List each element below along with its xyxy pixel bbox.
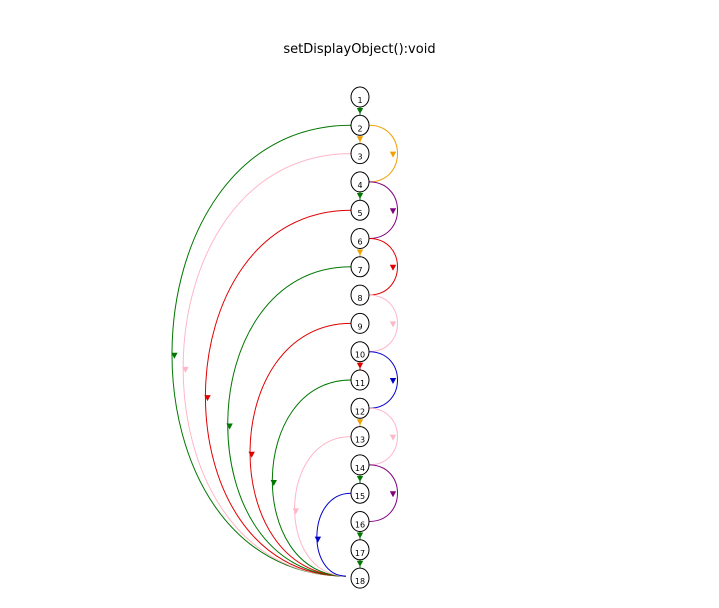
- edge-layer: [171, 107, 398, 577]
- node-1: 1: [350, 86, 370, 108]
- edge-2-4: [368, 124, 398, 183]
- node-10: 10: [350, 341, 370, 363]
- edge-10-11-arrow: [356, 362, 364, 369]
- node-16-label: 16: [355, 521, 365, 530]
- edge-8-10-arrow: [389, 321, 397, 328]
- edge-4-5-arrow: [356, 192, 364, 199]
- edge-13-18: [294, 436, 352, 577]
- node-5-label: 5: [357, 209, 362, 218]
- node-11-label: 11: [355, 379, 365, 388]
- edge-12-14: [368, 407, 398, 466]
- node-18-shape: [350, 567, 370, 589]
- edge-1-2-arrow: [356, 108, 364, 114]
- page-title: setDisplayObject():void: [283, 42, 436, 57]
- node-17-shape: [350, 539, 370, 561]
- node-6: 6: [350, 228, 370, 249]
- edge-2-3-arrow: [356, 136, 364, 143]
- edge-5-18: [204, 209, 352, 577]
- edge-9-18: [249, 322, 352, 577]
- edge-15-18-arrow: [314, 536, 322, 543]
- node-3: 3: [350, 143, 370, 165]
- node-12-label: 12: [355, 407, 365, 416]
- node-13-shape: [350, 426, 370, 448]
- node-7-shape: [350, 256, 370, 278]
- node-15-label: 15: [355, 492, 365, 501]
- node-14-label: 14: [355, 464, 365, 473]
- node-3-label: 3: [357, 153, 362, 162]
- node-4-label: 4: [357, 181, 362, 190]
- edge-7-18: [227, 266, 352, 577]
- node-13-label: 13: [355, 436, 365, 445]
- edge-6-8-arrow: [389, 264, 397, 271]
- node-10-shape: [350, 341, 370, 363]
- node-4-shape: [350, 171, 370, 193]
- node-8-shape: [350, 284, 370, 306]
- node-2-shape: [350, 114, 370, 136]
- node-18: 18: [350, 567, 370, 589]
- edge-6-8: [368, 238, 398, 296]
- edge-14-15-arrow: [356, 475, 364, 482]
- edge-14-16: [368, 464, 398, 522]
- node-6-shape: [350, 228, 370, 249]
- node-7-label: 7: [357, 266, 362, 275]
- node-8: 8: [350, 284, 370, 306]
- node-14-shape: [350, 454, 370, 476]
- edge-6-7-arrow: [356, 249, 364, 256]
- edge-2-18-arrow: [171, 352, 178, 359]
- node-11: 11: [350, 369, 370, 391]
- node-18-label: 18: [355, 577, 365, 586]
- node-9: 9: [350, 312, 370, 334]
- edge-3-18: [182, 153, 352, 577]
- node-2-label: 2: [357, 124, 362, 133]
- node-9-label: 9: [357, 322, 362, 331]
- node-15-shape: [350, 482, 370, 504]
- node-13: 13: [350, 426, 370, 448]
- edge-14-16-arrow: [389, 491, 397, 498]
- edge-12-14-arrow: [389, 434, 397, 441]
- edge-10-12: [368, 351, 398, 409]
- node-1-label: 1: [357, 96, 362, 105]
- node-17: 17: [350, 539, 370, 561]
- edge-12-13-arrow: [356, 419, 364, 426]
- node-11-shape: [350, 369, 370, 391]
- node-16: 16: [350, 511, 370, 532]
- edge-9-18-arrow: [248, 451, 255, 458]
- node-17-label: 17: [355, 549, 365, 558]
- node-5-shape: [350, 199, 370, 221]
- node-8-label: 8: [357, 294, 362, 303]
- node-12-shape: [350, 397, 370, 419]
- node-15: 15: [350, 482, 370, 504]
- edge-7-18-arrow: [226, 423, 233, 430]
- node-14: 14: [350, 454, 370, 476]
- node-4: 4: [350, 171, 370, 193]
- edge-17-18-arrow: [356, 560, 364, 567]
- edge-15-18: [316, 492, 352, 577]
- edge-3-18-arrow: [182, 366, 189, 373]
- edge-2-18: [171, 124, 352, 577]
- edge-16-17-arrow: [356, 532, 364, 539]
- edge-11-18: [271, 379, 352, 577]
- node-7: 7: [350, 256, 370, 278]
- edge-4-6: [368, 181, 398, 239]
- node-5: 5: [350, 199, 370, 221]
- edge-10-12-arrow: [389, 378, 397, 384]
- edge-2-4-arrow: [389, 151, 397, 158]
- edge-4-6-arrow: [389, 208, 397, 215]
- node-1-shape: [350, 86, 370, 108]
- edge-11-18-arrow: [270, 480, 277, 487]
- node-6-label: 6: [357, 238, 362, 247]
- edge-13-18-arrow: [292, 508, 300, 515]
- node-10-label: 10: [355, 351, 365, 360]
- node-2: 2: [350, 114, 370, 136]
- node-16-shape: [350, 511, 370, 532]
- edge-8-10: [368, 294, 398, 353]
- node-9-shape: [350, 312, 370, 334]
- edge-5-18-arrow: [204, 395, 211, 402]
- node-3-shape: [350, 143, 370, 165]
- node-12: 12: [350, 397, 370, 419]
